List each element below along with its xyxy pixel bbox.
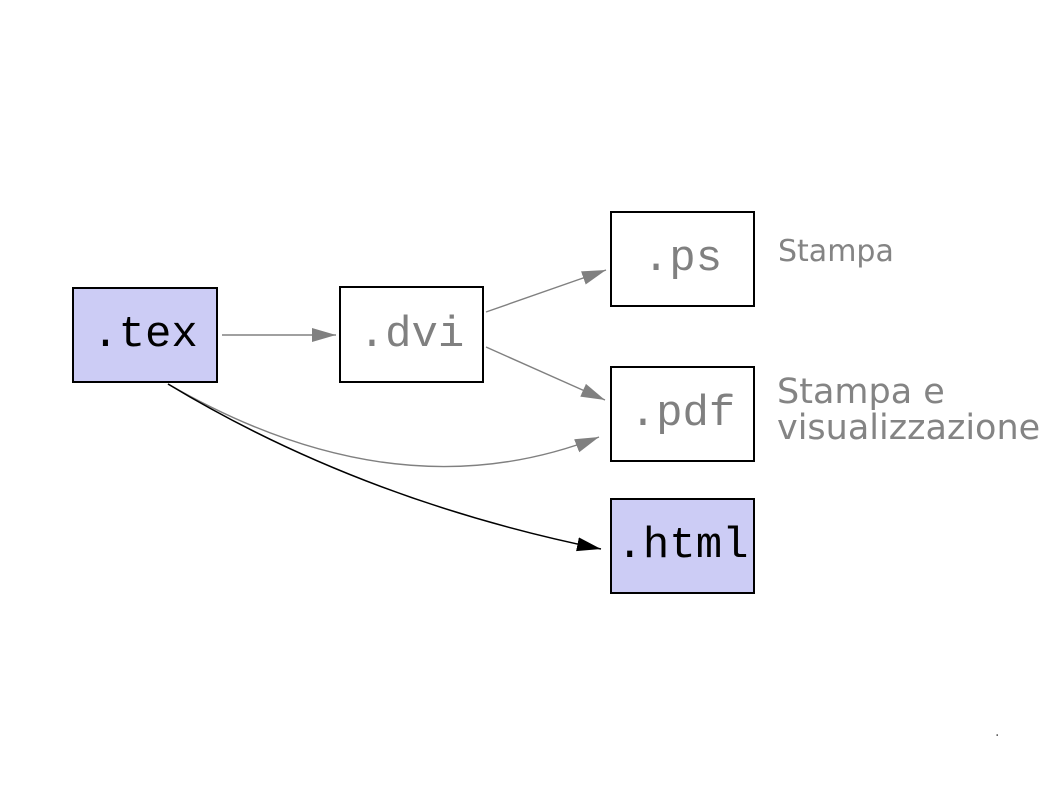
node-dvi: .dvi — [339, 286, 484, 383]
node-pdf-label: .pdf — [629, 389, 736, 439]
node-html-label: .html — [616, 521, 749, 571]
edge-dvi-pdf — [485, 346, 606, 401]
node-tex: .tex — [72, 287, 218, 383]
edge-tex-pdf — [167, 383, 600, 468]
edge-tex-html — [167, 383, 602, 552]
node-ps-label: .ps — [642, 234, 723, 284]
node-ps: .ps — [610, 211, 755, 307]
node-dvi-label: .dvi — [358, 309, 465, 360]
node-pdf: .pdf — [610, 366, 755, 462]
node-tex-label: .tex — [92, 310, 198, 360]
edge-dvi-ps — [485, 269, 607, 313]
stray-dot: . — [995, 724, 1000, 740]
annotation-pdf-line2: visualizzazione — [777, 408, 1041, 448]
node-html: .html — [610, 498, 755, 594]
annotation-pdf-line1: Stampa e — [777, 372, 945, 412]
annotation-ps: Stampa — [778, 234, 894, 270]
annotation-pdf: Stampa e visualizzazione — [777, 374, 1040, 446]
annotation-ps-text: Stampa — [778, 234, 894, 269]
